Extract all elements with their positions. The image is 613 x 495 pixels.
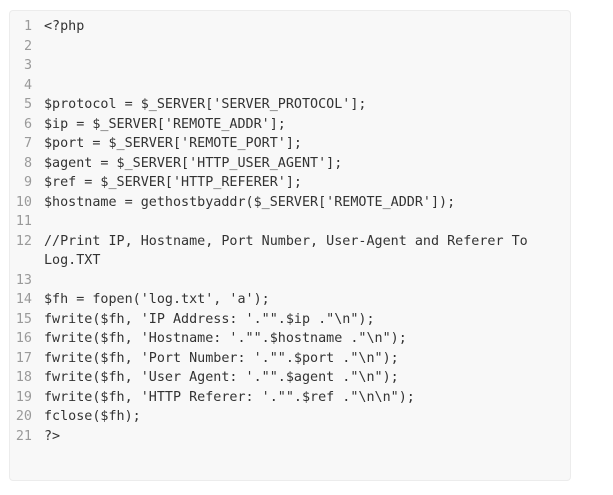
code-text: fwrite($fh, 'Hostname: '."".$hostname ."… [44, 331, 407, 346]
code-line-3: 3 [10, 56, 570, 76]
code-line-11: 11 [10, 212, 570, 232]
line-number: 2 [23, 38, 32, 54]
code-text: //Print IP, Hostname, Port Number, User-… [44, 233, 536, 269]
code-line-10: 10 $hostname = gethostbyaddr($_SERVER['RE… [10, 193, 570, 213]
code-line-4: 4 [10, 76, 570, 96]
line-number: 14 [15, 292, 32, 307]
code-line-18: 18 fwrite($fh, 'User Agent: '."".$agent .… [10, 368, 570, 388]
code-text: ?> [44, 428, 61, 444]
code-line-15: 15 fwrite($fh, 'IP Address: '."".$ip ."\n… [10, 310, 570, 330]
code-line-14: 14 $fh = fopen('log.txt', 'a'); [10, 290, 570, 310]
code-line-13: 13 [10, 271, 570, 291]
code-line-9: 9 $ref = $_SERVER['HTTP_REFERER']; [10, 173, 570, 193]
line-number: 18 [15, 370, 32, 385]
code-text: fwrite($fh, 'Port Number: '."".$port ."\… [44, 350, 399, 366]
code-text: fwrite($fh, 'User Agent: '."".$agent ."\… [44, 370, 399, 385]
line-number: 17 [15, 350, 32, 366]
code-line-12: 12 //Print IP, Hostname, Port Number, Use… [10, 232, 570, 271]
line-number: 6 [23, 116, 32, 132]
line-number: 21 [15, 428, 32, 444]
line-number: 16 [15, 331, 32, 346]
code-text: $fh = fopen('log.txt', 'a'); [44, 292, 270, 307]
line-number: 3 [23, 58, 32, 73]
code-line-7: 7 $port = $_SERVER['REMOTE_PORT']; [10, 134, 570, 154]
code-text: $protocol = $_SERVER['SERVER_PROTOCOL']; [44, 97, 367, 112]
code-line-21: 21 ?> [10, 427, 570, 447]
code-line-17: 17 fwrite($fh, 'Port Number: '."".$port .… [10, 349, 570, 369]
line-number: 5 [23, 97, 32, 112]
code-text: $hostname = gethostbyaddr($_SERVER['REMO… [44, 194, 456, 210]
code-line-5: 5 $protocol = $_SERVER['SERVER_PROTOCOL']… [10, 95, 570, 115]
line-number: 15 [15, 311, 32, 327]
line-number: 19 [15, 389, 32, 405]
code-text: $agent = $_SERVER['HTTP_USER_AGENT']; [44, 155, 343, 171]
code-line-2: 2 [10, 37, 570, 57]
code-line-16: 16 fwrite($fh, 'Hostname: '."".$hostname … [10, 329, 570, 349]
line-number: 8 [23, 155, 32, 171]
code-text: fwrite($fh, 'IP Address: '."".$ip ."\n")… [44, 311, 375, 327]
code-block: 1 <?php 2 3 4 5 $protocol = $_SERVER['SERV… [9, 10, 571, 481]
line-number: 10 [15, 194, 32, 210]
code-line-8: 8 $agent = $_SERVER['HTTP_USER_AGENT']; [10, 154, 570, 174]
code-text: $ref = $_SERVER['HTTP_REFERER']; [44, 175, 302, 190]
line-number: 13 [15, 272, 32, 288]
line-number: 20 [15, 409, 32, 424]
code-text: fclose($fh); [44, 409, 141, 424]
code-text: <?php [44, 19, 85, 34]
code-text: $port = $_SERVER['REMOTE_PORT']; [44, 136, 302, 151]
line-number: 9 [23, 175, 32, 190]
line-number: 4 [23, 77, 32, 93]
line-number: 11 [15, 214, 32, 229]
line-number: 7 [23, 136, 32, 151]
line-number: 1 [23, 19, 32, 34]
code-line-19: 19 fwrite($fh, 'HTTP Referer: '."".$ref .… [10, 388, 570, 408]
code-line-6: 6 $ip = $_SERVER['REMOTE_ADDR']; [10, 115, 570, 135]
line-number: 12 [15, 233, 32, 249]
code-text: $ip = $_SERVER['REMOTE_ADDR']; [44, 116, 286, 132]
code-line-1: 1 <?php [10, 17, 570, 37]
code-line-20: 20 fclose($fh); [10, 407, 570, 427]
code-text: fwrite($fh, 'HTTP Referer: '."".$ref ."\… [44, 389, 415, 405]
